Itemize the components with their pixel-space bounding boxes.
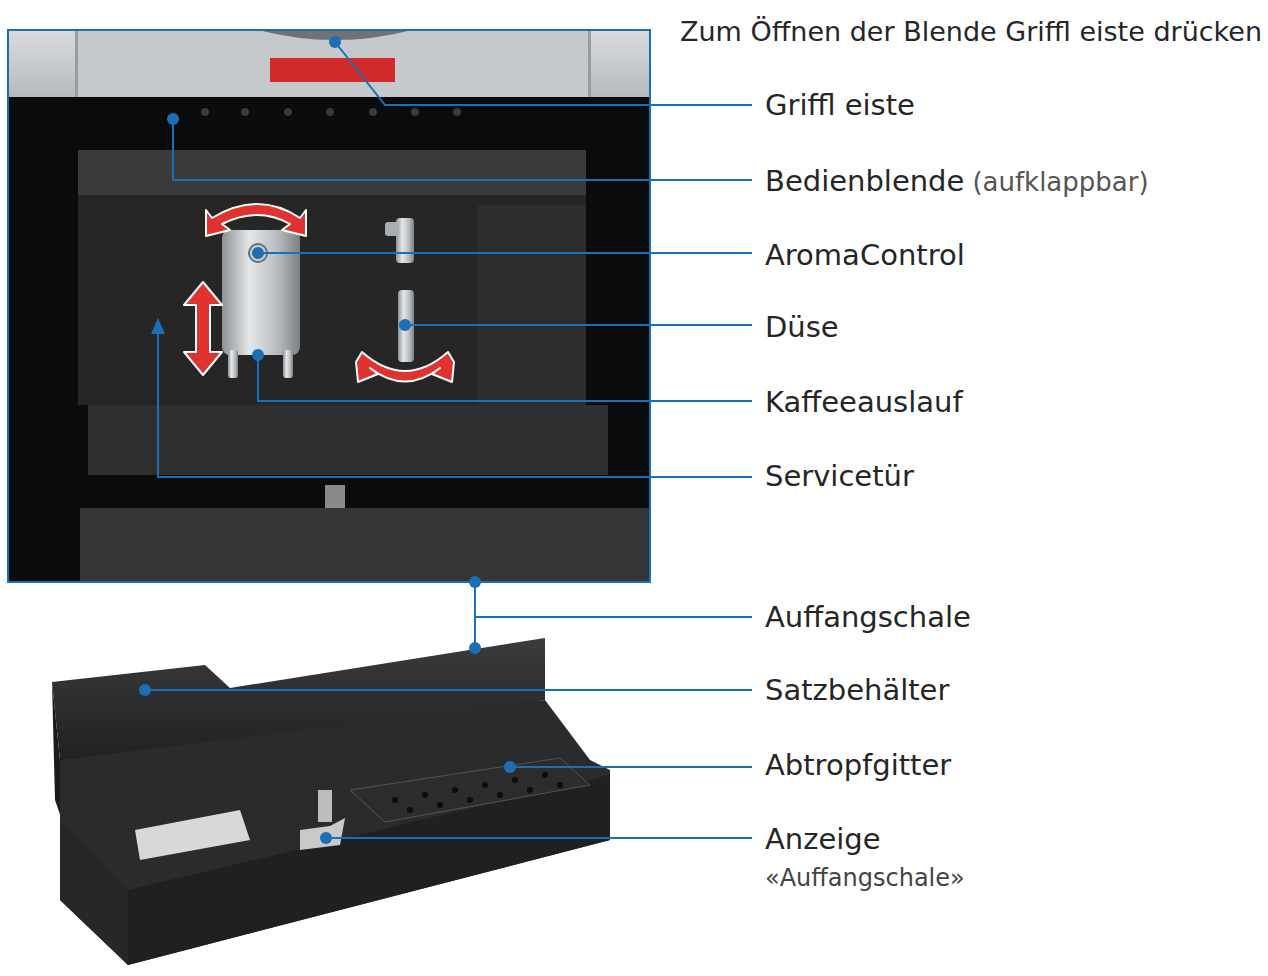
- part-label: Zum Öffnen der Blende Griffl eiste drück…: [680, 16, 1262, 47]
- part-label: Auffangschale: [765, 601, 971, 634]
- part-label: Servicetür: [765, 460, 914, 493]
- part-label: Kaffeeauslauf: [765, 386, 963, 419]
- part-label: Satzbehälter: [765, 674, 949, 707]
- part-label: «Auffangschale»: [765, 865, 965, 893]
- part-label: Abtropfgitter: [765, 749, 951, 782]
- part-label: Griffl eiste: [765, 89, 915, 122]
- part-label: AromaControl: [765, 239, 965, 272]
- part-label: Anzeige: [765, 823, 881, 856]
- part-label: Düse: [765, 311, 839, 344]
- part-label: (aufklappbar): [972, 168, 1148, 198]
- part-label: Bedienblende: [765, 165, 964, 198]
